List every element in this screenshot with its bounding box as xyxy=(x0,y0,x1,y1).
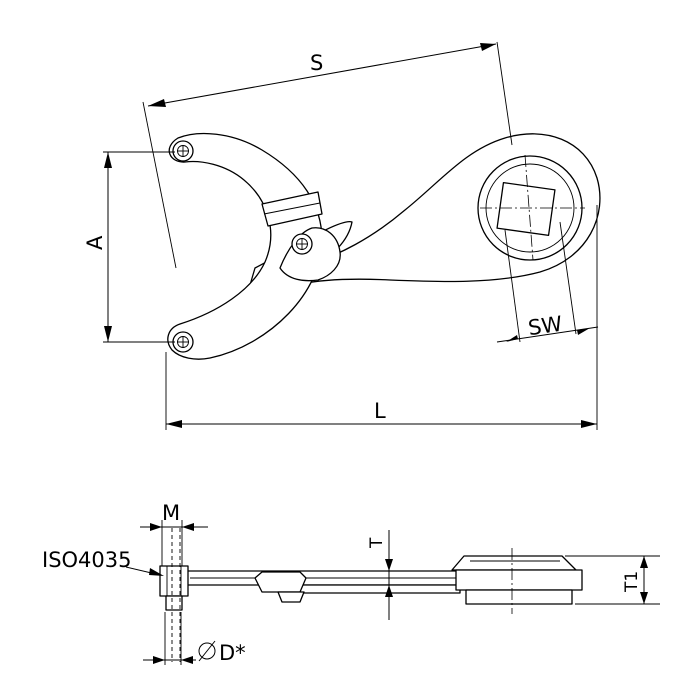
dimension-label-a: A xyxy=(83,235,107,250)
dimension-t1: T1 xyxy=(565,555,660,605)
dimension-t: T xyxy=(367,530,400,620)
callout-iso4035: ISO4035 xyxy=(42,548,164,576)
dimension-label-sw: SW xyxy=(527,312,564,341)
square-drive xyxy=(477,154,585,261)
dimension-label-m: M xyxy=(162,501,180,525)
pin-and-nut xyxy=(159,528,189,662)
pin-bottom xyxy=(172,331,194,353)
dimension-label-l: L xyxy=(374,399,386,423)
side-view: M ISO4035 D* T xyxy=(42,501,660,665)
dimension-l: L xyxy=(165,205,598,430)
pin-middle xyxy=(291,233,313,255)
dimension-s: S xyxy=(142,41,513,269)
dimension-label-t: T xyxy=(367,537,387,549)
dimension-label-s: S xyxy=(310,51,323,75)
dimension-label-d: D* xyxy=(219,641,246,665)
pin-top xyxy=(172,140,194,162)
dimension-a: A xyxy=(83,151,175,343)
drive-boss-side xyxy=(451,548,583,614)
dimension-sw: SW xyxy=(496,221,599,343)
dimension-label-t1: T1 xyxy=(622,571,642,593)
callout-label-iso4035: ISO4035 xyxy=(42,548,132,572)
hook-jaw xyxy=(167,132,323,360)
hinge-block xyxy=(254,571,307,593)
dimension-m: M xyxy=(140,501,208,566)
side-bar-lower xyxy=(299,584,461,594)
dimension-d: D* xyxy=(143,612,246,665)
top-view: S A SW L xyxy=(83,41,601,430)
clamp-bar xyxy=(261,191,323,227)
